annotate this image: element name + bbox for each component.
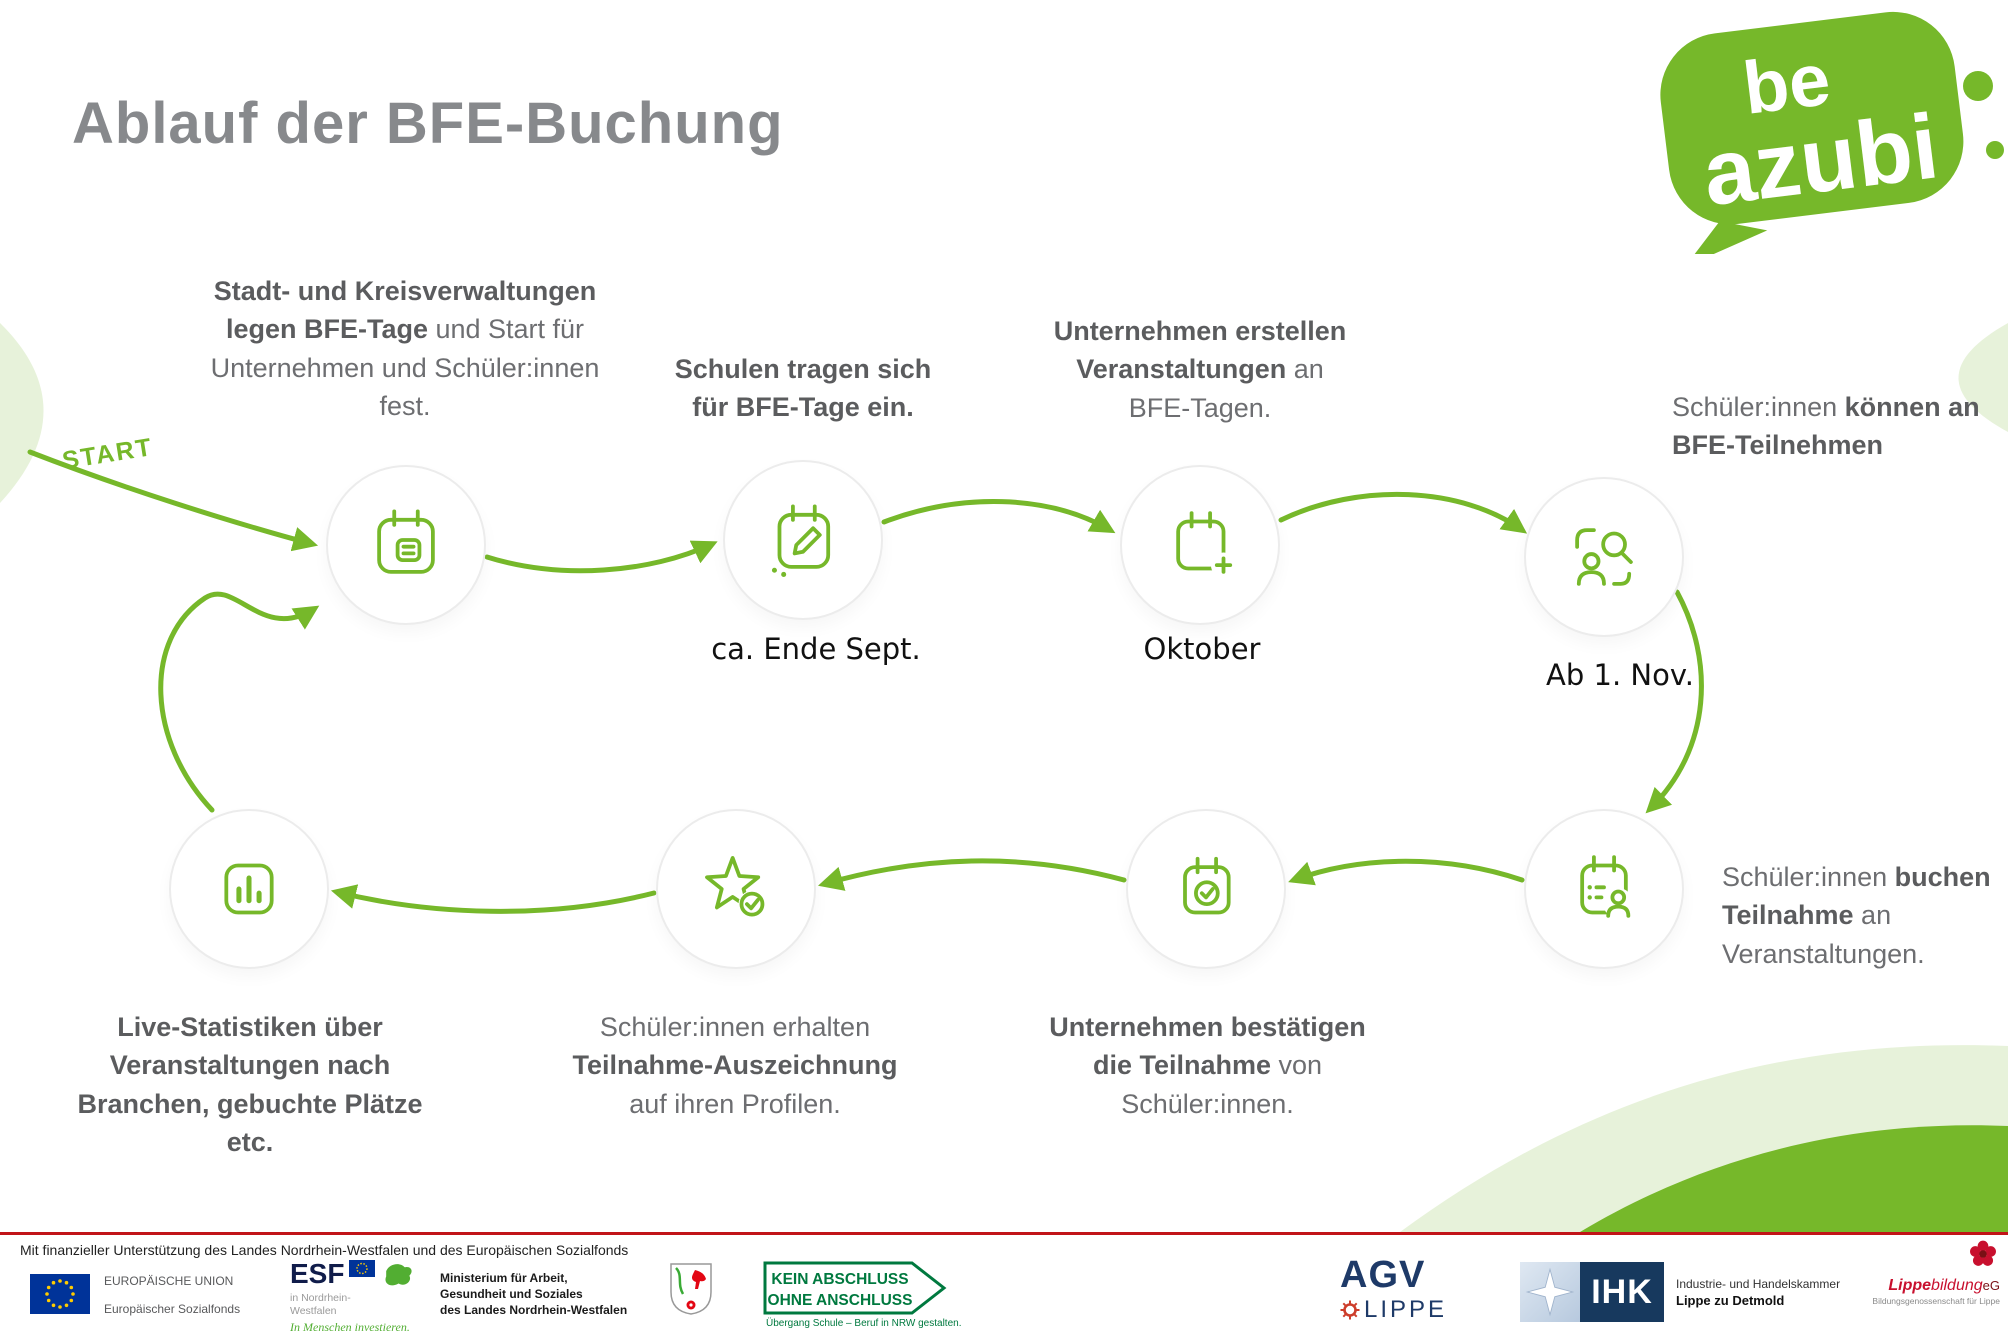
step-2-label: Schulen tragen sich für BFE-Tage ein. [674,354,932,423]
lippe-rose-icon [1970,1240,1996,1266]
calendar-event-icon [377,509,435,574]
agv-abbr: AGV [1340,1254,1426,1296]
step-5-label: Schüler:innen buchen Teilnahme an Verans… [1722,862,1991,969]
step-1-label: Stadt- und Kreisverwaltungen legen BFE-T… [210,276,600,421]
nrw-map-icon [385,1264,413,1286]
step-6-node [1126,809,1286,969]
ihk-logo: IHK Industrie- und Handelskammer Lippe z… [1520,1262,1840,1322]
eu-label: EUROPÄISCHE UNION [104,1274,234,1288]
step-2-date: ca. Ende Sept. [711,632,921,666]
nrw-coat-of-arms-icon [670,1263,712,1315]
kaoa-line1: KEIN ABSCHLUSS [771,1271,908,1288]
profile-search-icon [1575,528,1633,586]
lippe-name-light: bildung [1931,1277,1983,1294]
star-check-icon [705,856,766,918]
esf-eu-flag-icon [349,1260,376,1277]
bar-chart-icon [224,863,274,915]
esf-tagline: In Menschen investieren. [290,1320,410,1335]
eu-flag-icon [30,1274,90,1314]
calendar-user-icon [1580,855,1634,919]
step-2-node [723,460,883,620]
step-8-label: Live-Statistiken über Veranstaltungen na… [77,1012,423,1157]
step-3-label: Unternehmen erstellen Veranstaltungen an… [1053,316,1347,423]
esf-region: in Nordrhein- Westfalen [290,1292,351,1317]
agv-name: LIPPE [1364,1296,1448,1323]
esf-abbr: ESF [290,1258,345,1289]
ministry-label: Ministerium für Arbeit, Gesundheit und S… [440,1271,628,1318]
logo-text-be: be [1739,37,1835,130]
step-8-node [169,809,329,969]
lippe-name-bold: Lippe [1888,1277,1932,1294]
esf-logo: ESF in Nordrhein- Westfalen In Menschen … [290,1260,440,1335]
agv-lippe-logo: AGV LIPPE [1340,1256,1447,1324]
be-azubi-logo: be azubi [1648,4,2008,267]
step-7-node [656,809,816,969]
calendar-plus-icon [1176,511,1237,578]
gear-icon [1340,1300,1360,1320]
step-3-date: Oktober [1143,632,1261,666]
lippebildung-name: LippebildungeG [1820,1277,2000,1295]
ihk-line2: Lippe zu Detmold [1676,1292,1785,1308]
lippebildung-subline: Bildungsgenossenschaft für Lippe [1872,1296,2000,1306]
step-4-label: Schüler:innen können an BFE-Teilnehmen [1672,392,1980,461]
kaoa-subline: Übergang Schule – Beruf in NRW gestalten… [766,1318,962,1329]
calendar-check-icon [1183,856,1231,915]
step-4-node [1524,477,1684,637]
speech-bubble-logo-icon: be azubi [1660,11,2004,267]
step-4-date: Ab 1. Nov. [1546,658,1694,692]
lippe-name-suffix: eG [1982,1278,2000,1293]
compass-rose-icon [1525,1267,1575,1317]
ihk-abbr: IHK [1580,1262,1664,1322]
footer-divider [0,1232,2008,1235]
kaoa-line2: OHNE ANSCHLUSS [768,1292,913,1309]
kaoa-badge: KEIN ABSCHLUSS OHNE ANSCHLUSS Übergang S… [762,1260,961,1329]
step-6-label: Unternehmen bestätigen die Teilnahme von… [1049,1012,1366,1119]
step-7-label: Schüler:innen erhalten Teilnahme-Auszeic… [572,1012,898,1119]
step-3-node [1120,465,1280,625]
calendar-edit-icon [771,504,831,577]
step-5-node [1524,809,1684,969]
eu-sublabel: Europäischer Sozialfonds [104,1302,241,1316]
lippebildung-logo: LippebildungeG Bildungsgenossenschaft fü… [1820,1238,2000,1306]
ihk-line1: Industrie- und Handelskammer [1676,1276,1841,1291]
funding-note: Mit finanzieller Unterstützung des Lande… [20,1242,629,1258]
page-title: Ablauf der BFE-Buchung [72,91,784,156]
kaoa-arrow-badge-icon: KEIN ABSCHLUSS OHNE ANSCHLUSS [763,1261,947,1315]
step-1-node [326,465,486,625]
